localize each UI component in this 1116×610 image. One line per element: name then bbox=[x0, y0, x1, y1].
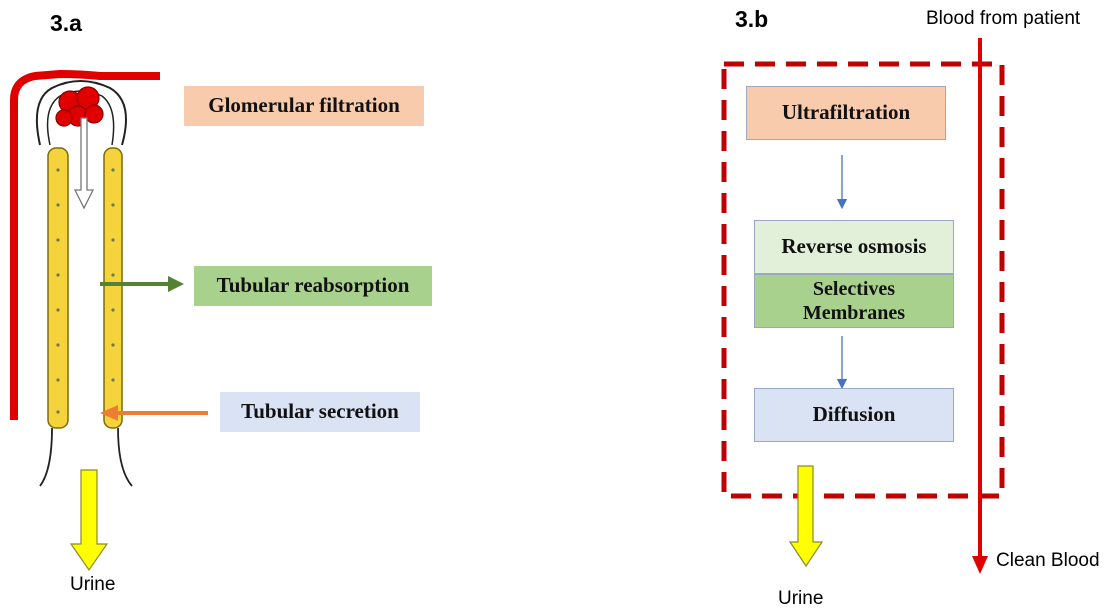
panel-label-a: 3.a bbox=[50, 10, 82, 36]
reabsorption-arrow bbox=[100, 276, 184, 292]
tubule-left-wall bbox=[47, 147, 69, 429]
reverse-osmosis-box: Reverse osmosis bbox=[754, 220, 954, 274]
urine-label-b: Urine bbox=[778, 588, 824, 609]
diffusion-box: Diffusion bbox=[754, 388, 954, 442]
tubule-right-wall bbox=[103, 147, 123, 429]
blood-vessel bbox=[10, 69, 160, 420]
panel-label-b: 3.b bbox=[735, 6, 769, 32]
ultrafiltration-box: Ultrafiltration bbox=[746, 86, 946, 140]
glomerular-filtration-box: Glomerular filtration bbox=[184, 86, 424, 126]
filtrate-arrow bbox=[73, 117, 95, 210]
selective-membranes-box: Selectives Membranes bbox=[754, 274, 954, 328]
clean-blood-label: Clean Blood bbox=[996, 550, 1100, 571]
tubular-secretion-box: Tubular secretion bbox=[220, 392, 420, 432]
glomerulus bbox=[55, 86, 104, 127]
urine-arrow-b bbox=[788, 465, 824, 568]
nephron-illustration bbox=[10, 69, 160, 487]
urine-arrow-a bbox=[69, 469, 109, 572]
urine-label-a: Urine bbox=[70, 574, 116, 595]
secretion-arrow bbox=[100, 405, 208, 421]
dialyzer-frame bbox=[721, 61, 1005, 499]
bowmans-capsule bbox=[35, 80, 127, 146]
blood-from-patient-label: Blood from patient bbox=[926, 8, 1081, 29]
blood-line bbox=[972, 38, 988, 574]
tubular-reabsorption-box: Tubular reabsorption bbox=[194, 266, 432, 306]
